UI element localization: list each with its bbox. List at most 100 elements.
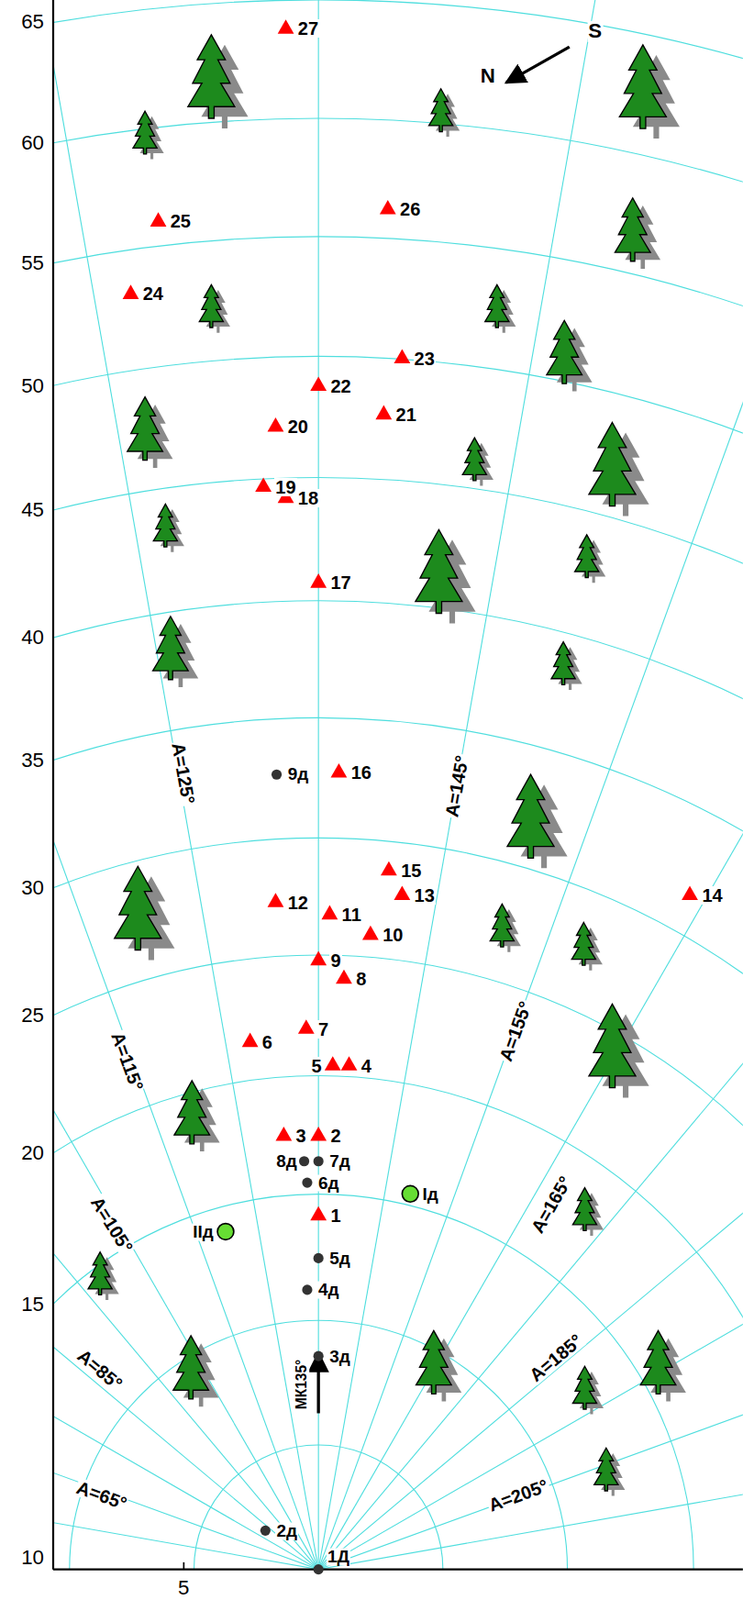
point-number: 5 — [310, 1056, 322, 1076]
azimuth-line — [53, 0, 319, 1570]
station-dot — [301, 1177, 312, 1188]
point-number: 21 — [395, 405, 418, 424]
azimuth-line — [53, 0, 319, 1570]
range-arc — [53, 600, 743, 1570]
south-label: S — [587, 21, 603, 42]
red-triangle — [277, 19, 295, 34]
range-arc — [53, 476, 743, 1569]
tree-symbol — [133, 110, 165, 159]
red-triangle — [310, 951, 327, 966]
point-number: 18 — [297, 488, 320, 508]
azimuth-line — [53, 446, 319, 1569]
tree-symbol — [462, 437, 494, 486]
range-arc — [53, 0, 743, 1570]
point-number: 9 — [329, 951, 342, 970]
tree-symbol — [507, 774, 568, 868]
tree-symbol — [173, 1335, 220, 1407]
tree-symbol — [575, 534, 607, 583]
point-marks — [122, 19, 699, 1575]
tree-crown — [588, 421, 636, 506]
tree-symbol — [572, 1365, 604, 1414]
station-dot — [313, 1253, 324, 1264]
green-station — [401, 1185, 419, 1202]
tree-crown — [551, 642, 576, 686]
azimuth-label: A=115° — [108, 1029, 147, 1095]
point-number: 4 — [360, 1056, 373, 1076]
range-arc — [53, 355, 743, 1569]
tree-symbol — [588, 1003, 650, 1098]
tree-symbol — [594, 1447, 626, 1496]
red-triangle — [242, 1032, 259, 1048]
axis-value: 50 — [20, 375, 45, 396]
tree-symbol — [485, 284, 517, 333]
tree-crown — [485, 284, 510, 328]
red-triangle — [380, 861, 398, 877]
azimuth-line — [318, 0, 709, 1570]
tree-crown — [88, 1252, 112, 1296]
station-label: 7д — [328, 1153, 352, 1171]
tree-crown — [614, 198, 651, 262]
red-triangle — [681, 885, 699, 900]
tree-symbol — [619, 44, 680, 139]
azimuth-line — [53, 1179, 319, 1570]
point-number: 22 — [329, 377, 352, 396]
tree-symbol — [429, 88, 461, 137]
station-label: 6д — [317, 1174, 341, 1192]
point-number: 3 — [295, 1126, 308, 1145]
range-arc — [53, 837, 743, 1569]
tree-crown — [575, 534, 599, 578]
green-station — [217, 1223, 234, 1241]
red-triangle — [255, 477, 272, 493]
tree-symbol — [572, 1187, 604, 1236]
azimuth-line — [318, 126, 743, 1570]
red-triangle — [275, 1126, 292, 1142]
red-triangle — [375, 405, 392, 421]
station-dot — [313, 1155, 324, 1166]
tree-symbol — [640, 1330, 687, 1401]
red-triangle — [379, 199, 397, 215]
north-label: N — [479, 66, 497, 87]
station-dot — [301, 1284, 312, 1295]
point-number: 8 — [354, 969, 367, 988]
tree-crown — [546, 320, 583, 384]
tree-crown — [619, 44, 666, 129]
range-arc — [53, 1075, 743, 1570]
point-number: 20 — [287, 417, 310, 436]
tree-crown — [133, 110, 157, 155]
tree-crown — [507, 774, 555, 858]
tree-crown — [114, 865, 162, 950]
tree-crown — [572, 1365, 597, 1409]
azimuth-label: A=145° — [443, 753, 473, 820]
course-label: МК135° — [295, 1357, 311, 1410]
azimuth-line — [53, 0, 319, 1570]
range-arc — [53, 954, 743, 1570]
axis-value: 10 — [20, 1547, 45, 1568]
red-triangle — [331, 763, 348, 778]
station-label: 4д — [317, 1281, 341, 1299]
point-number: 27 — [297, 19, 320, 38]
tree-crown — [127, 397, 164, 461]
tree-symbol — [571, 921, 603, 970]
azimuth-line — [53, 126, 319, 1570]
station-dot — [271, 769, 282, 780]
tree-symbol — [114, 865, 176, 960]
axis-value: 15 — [20, 1294, 45, 1315]
red-triangle — [321, 905, 339, 921]
station-dot — [313, 1351, 324, 1362]
red-triangle — [324, 1055, 342, 1071]
point-number: 7 — [317, 1020, 330, 1039]
range-arc — [53, 1194, 694, 1570]
tree-crown — [588, 1003, 636, 1087]
red-triangle — [310, 1206, 327, 1221]
point-number: 13 — [413, 886, 436, 905]
tree-symbol — [551, 642, 583, 690]
tree-symbol — [489, 903, 522, 952]
tree-symbol — [614, 198, 661, 269]
point-number: 25 — [169, 211, 192, 231]
tree-symbol — [415, 529, 477, 623]
point-number: 17 — [329, 573, 352, 592]
tree-crown — [188, 34, 235, 119]
red-triangle — [298, 1019, 315, 1034]
axis-value: 20 — [20, 1142, 45, 1164]
